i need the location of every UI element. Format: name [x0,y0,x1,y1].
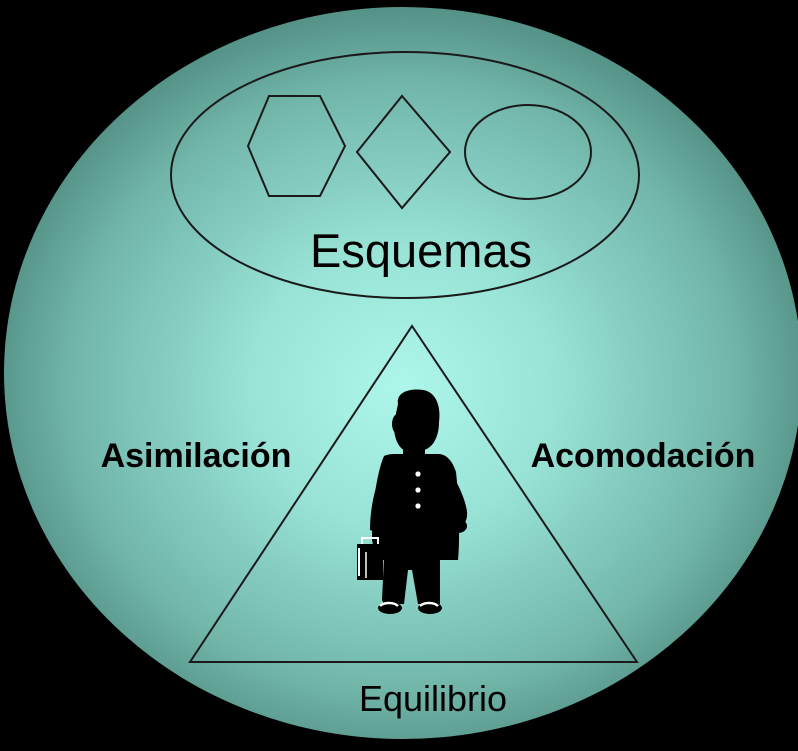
child-silhouette-icon [370,389,468,614]
equilibrium-triangle [188,324,639,663]
triangle-group: Asimilación Acomodación Equilibrio [101,324,756,719]
equilibrium-label: Equilibrio [359,678,507,719]
schemas-label: Esquemas [310,224,532,277]
schemas-group: Esquemas [170,51,640,299]
background-circle [4,7,798,739]
schemas-ellipse [170,51,640,299]
diamond-icon [355,94,452,210]
assimilation-label: Asimilación [101,437,292,475]
lunchbox-icon [357,537,383,580]
hexagon-icon [246,95,347,197]
accommodation-label: Acomodación [531,437,756,475]
oval-icon [464,104,592,200]
